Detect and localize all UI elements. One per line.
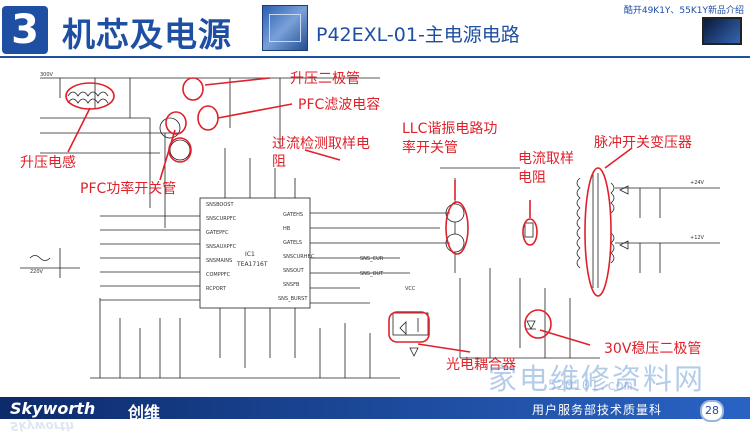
annotation-pfc-capacitor: PFC滤波电容 [298,97,381,113]
department-label: 用户服务部技术质量科 [532,403,663,417]
annotation-boost-inductor: 升压电感 [20,155,76,171]
annotation-30v-zener: 30V稳压二极管 [604,341,702,357]
annotation-current-resistor: 电流取样电阻 [518,151,574,186]
svg-text:300V: 300V [40,72,54,78]
brand-logo: Skyworth [10,399,96,418]
svg-text:VCC: VCC [405,286,416,292]
svg-text:HB: HB [283,226,291,232]
svg-text:SNSCURHBC: SNSCURHBC [283,254,315,260]
svg-text:SNSMAINS: SNSMAINS [206,258,232,264]
svg-text:GATELS: GATELS [283,240,302,246]
svg-text:SNS_BURST: SNS_BURST [278,296,308,302]
svg-text:IC1: IC1 [245,251,255,258]
svg-text:SNSBOOST: SNSBOOST [206,202,234,208]
svg-text:+24V: +24V [690,180,705,186]
footer-bar [0,397,750,419]
svg-text:RCPORT: RCPORT [206,286,227,292]
svg-text:+12V: +12V [690,235,705,241]
svg-text:SNSCURPFC: SNSCURPFC [206,216,237,222]
svg-text:220V: 220V [30,269,44,275]
header-rule [0,56,750,58]
annotation-pulse-transformer: 脉冲开关变压器 [594,135,692,151]
svg-text:SNSFB: SNSFB [283,282,300,288]
annotation-boost-diode: 升压二极管 [290,71,360,87]
annotation-optocoupler: 光电耦合器 [446,357,516,373]
brand-reflection: Skyworth [10,419,74,433]
svg-text:SNSOUT: SNSOUT [283,268,305,274]
svg-text:SNS_CUR: SNS_CUR [360,256,384,262]
svg-text:GATEHS: GATEHS [283,212,303,218]
watermark-url: 520101.com [548,378,633,394]
board-thumbnail-image [262,5,308,51]
slide-subtitle: P42EXL-01-主电源电路 [316,24,520,46]
svg-text:SNSAUXPFC: SNSAUXPFC [206,244,237,250]
annotation-llc-switch: LLC谐振电路功率开关管 [402,121,498,156]
svg-text:COMPPFC: COMPPFC [206,272,231,278]
tv-icon [702,17,742,45]
annotation-overcurrent-resistor: 过流检测取样电阻 [272,136,370,170]
slide-title: 机芯及电源 [62,15,232,54]
annotation-pfc-switch: PFC功率开关管 [80,181,177,197]
svg-text:TEA1716T: TEA1716T [236,261,268,268]
section-badge: 3 [2,6,48,54]
brand-logo-cn: 创维 [128,403,161,422]
watermark-text: 家电维修资料网 [488,362,706,396]
schematic-diagram: SNSBOOST SNSCURPFC GATEPFC SNSAUXPFC SNS… [20,72,720,379]
product-intro-label: 酷开49K1Y、55K1Y新品介绍 [623,6,744,16]
svg-text:GATEPFC: GATEPFC [206,230,229,236]
svg-text:SNS_OUT: SNS_OUT [360,271,384,277]
slide-header: 3 机芯及电源 P42EXL-01-主电源电路 酷开49K1Y、55K1Y新品介… [0,0,750,58]
page-number: 28 [700,400,724,422]
